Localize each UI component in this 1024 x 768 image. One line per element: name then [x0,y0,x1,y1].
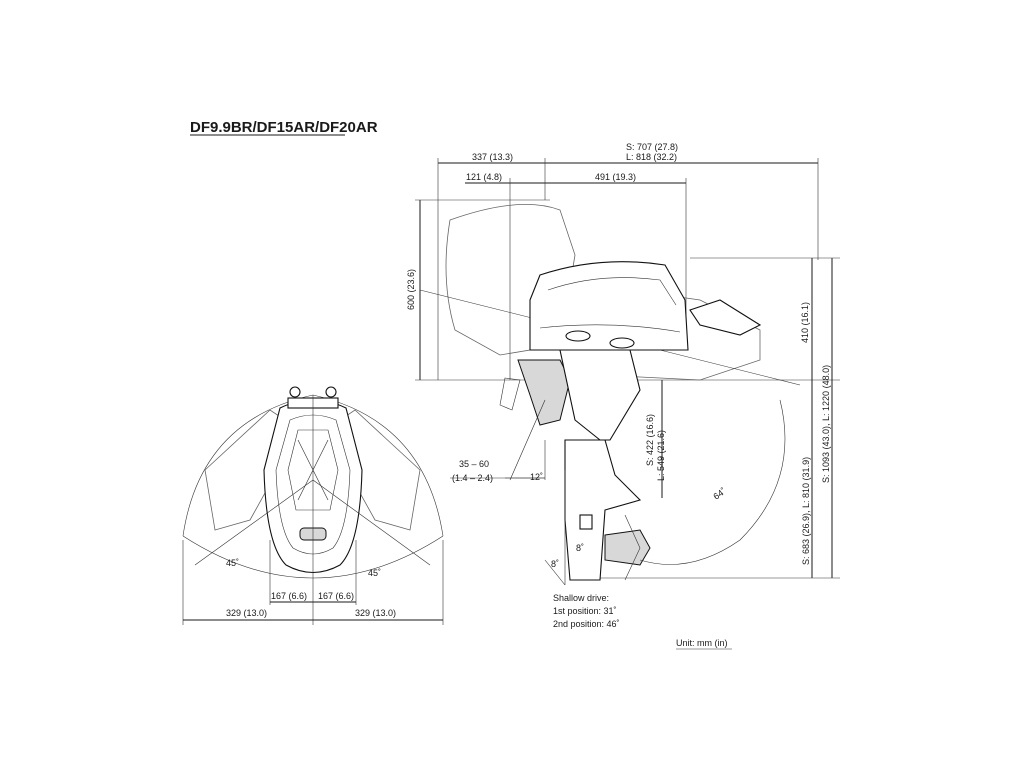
angle-12: 12˚ [530,472,543,482]
dim-tilt-35-60: 35 – 60 [459,459,489,469]
dim-410-height: 410 (16.1) [800,302,810,343]
engine-cowl [529,261,689,351]
unit-label: Unit: mm (in) [676,638,728,648]
dim-337: 337 (13.3) [472,152,513,162]
steer-angle-right: 45˚ [368,568,381,578]
steer-angle-left: 45˚ [226,558,239,568]
clamp-bracket [517,359,571,426]
engine-midsection [559,349,641,441]
dim-121: 121 (4.8) [466,172,502,182]
dim-overall-l: L: 818 (32.2) [626,152,677,162]
dim-491: 491 (19.3) [595,172,636,182]
tilt-arc [639,399,786,565]
top-view [182,386,444,625]
shallow-drive-second: 2nd position: 46˚ [553,619,620,629]
side-view [415,158,840,586]
dim-422: S: 422 (16.6) [645,414,655,466]
dim-1093-1220: S: 1093 (43.0), L: 1220 (48.0) [821,365,831,483]
angle-64: 64˚ [711,486,727,502]
propeller [604,529,651,566]
dim-600-height: 600 (23.6) [406,269,416,310]
width-167-right: 167 (6.6) [318,591,354,601]
width-329-right: 329 (13.0) [355,608,396,618]
angle-8-lower: 8˚ [551,559,559,569]
shallow-drive-first: 1st position: 31˚ [553,606,617,616]
engine-lower-unit [564,439,642,581]
drawing-title: DF9.9BR/DF15AR/DF20AR [190,119,378,136]
dim-683-810: S: 683 (26.9), L: 810 (31.9) [801,457,811,565]
shallow-drive-heading: Shallow drive: [553,593,609,603]
width-167-left: 167 (6.6) [271,591,307,601]
angle-8-upper: 8˚ [576,543,584,553]
dim-tilt-14-24: (1.4 – 2.4) [452,473,493,483]
tiller-handle [689,299,762,336]
width-329-left: 329 (13.0) [226,608,267,618]
dim-549: L: 549 (21.6) [656,430,666,481]
dim-overall-s: S: 707 (27.8) [626,142,678,152]
